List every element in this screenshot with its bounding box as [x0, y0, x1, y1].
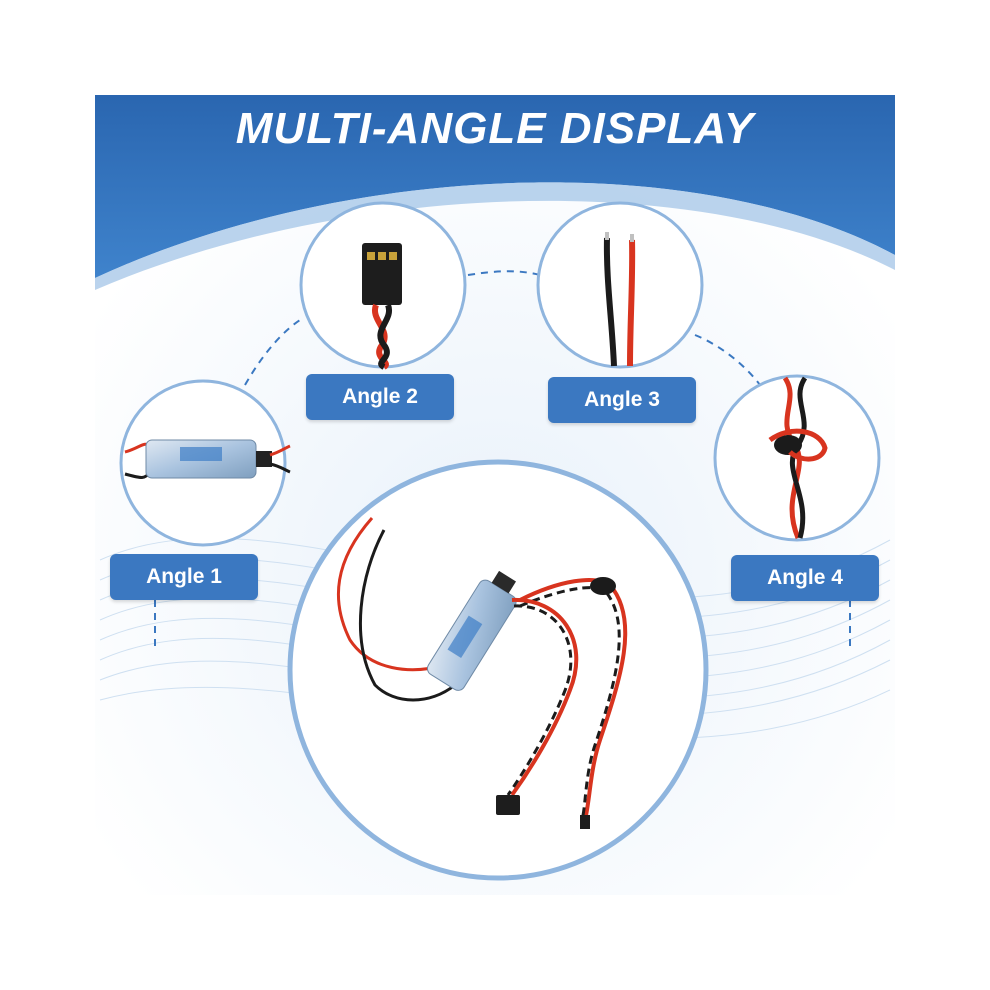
angle-4-photo — [713, 374, 881, 542]
angle-3-photo — [536, 201, 704, 369]
angle-1-photo — [119, 379, 291, 547]
angle-4-label: Angle 4 — [731, 555, 879, 601]
title-banner — [95, 95, 895, 290]
page-title: MULTI-ANGLE DISPLAY — [235, 104, 755, 153]
angle-3-label: Angle 3 — [548, 377, 696, 423]
angle-1-label: Angle 1 — [110, 554, 258, 600]
angle-2-photo — [299, 201, 467, 370]
dashed-connectors — [154, 270, 851, 650]
main-product-photo — [287, 459, 709, 881]
angle-2-label: Angle 2 — [306, 374, 454, 420]
